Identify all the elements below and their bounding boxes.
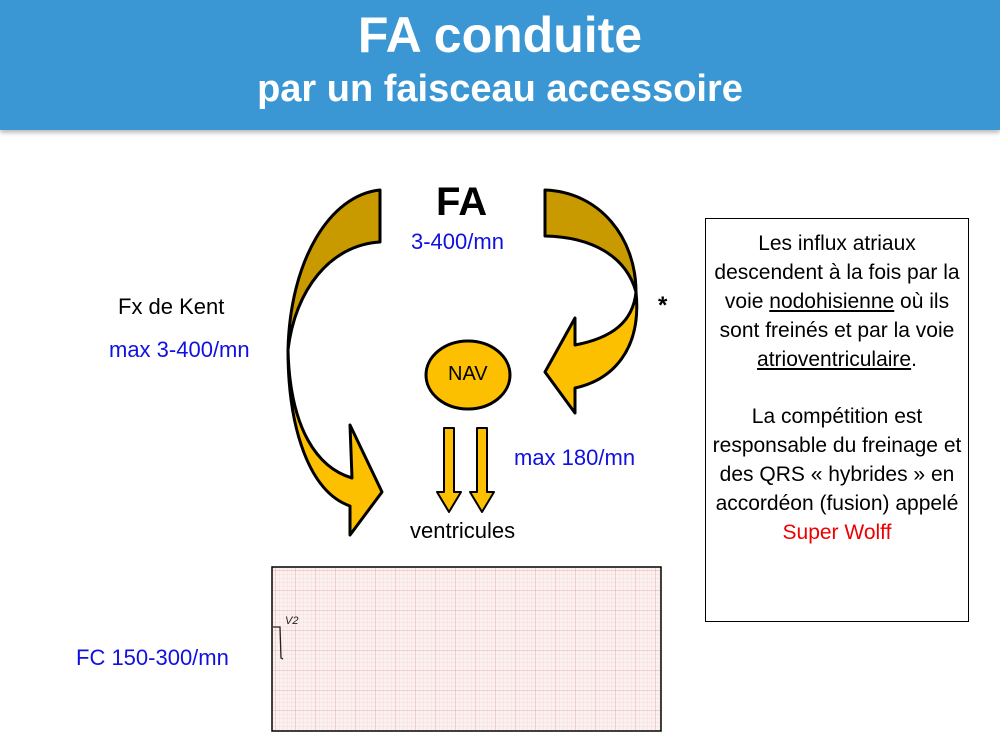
heart-rate-label: FC 150-300/mn [76, 645, 229, 670]
ventricles-label: ventricules [410, 518, 516, 543]
term-super-wolff: Super Wolff [782, 521, 892, 544]
term-nodohisienne: nodohisienne [769, 290, 895, 313]
nodal-arrow-lower [543, 290, 639, 415]
text: La compétition est responsable du freina… [712, 405, 962, 515]
kent-rate: max 3-400/mn [109, 337, 250, 362]
kent-label: Fx de Kent [118, 294, 225, 319]
explanation-paragraph-1: Les influx atriaux descendent à la fois … [712, 229, 962, 374]
asterisk-note: * [658, 292, 668, 319]
nodal-arrow-upper [543, 188, 638, 294]
explanation-box: Les influx atriaux descendent à la fois … [705, 218, 969, 622]
nav-rate: max 180/mn [514, 445, 636, 470]
term-atrioventriculaire: atrioventriculaire [757, 348, 912, 371]
text: . [911, 348, 917, 371]
fa-label: FA [436, 180, 488, 224]
kent-arrow-upper [286, 188, 382, 352]
kent-arrow-lower [286, 348, 384, 537]
slide-title: FA conduite [357, 7, 643, 63]
nav-node [424, 339, 512, 411]
ecg-lead-label: V2 [285, 615, 299, 627]
down-arrow-right [469, 427, 495, 513]
text: Les influx atriaux descendent à la fois … [714, 232, 960, 313]
text: où ils sont freinés et par la voie [719, 290, 955, 342]
title-banner: FA conduite par un faisceau accessoire [0, 0, 1000, 130]
explanation-paragraph-2: La compétition est responsable du freina… [712, 402, 962, 547]
ecg-trace [273, 626, 284, 660]
nav-label: NAV [448, 363, 488, 385]
slide-subtitle: par un faisceau accessoire [257, 68, 743, 110]
down-arrow-left [436, 427, 462, 513]
fa-rate: 3-400/mn [411, 229, 504, 254]
